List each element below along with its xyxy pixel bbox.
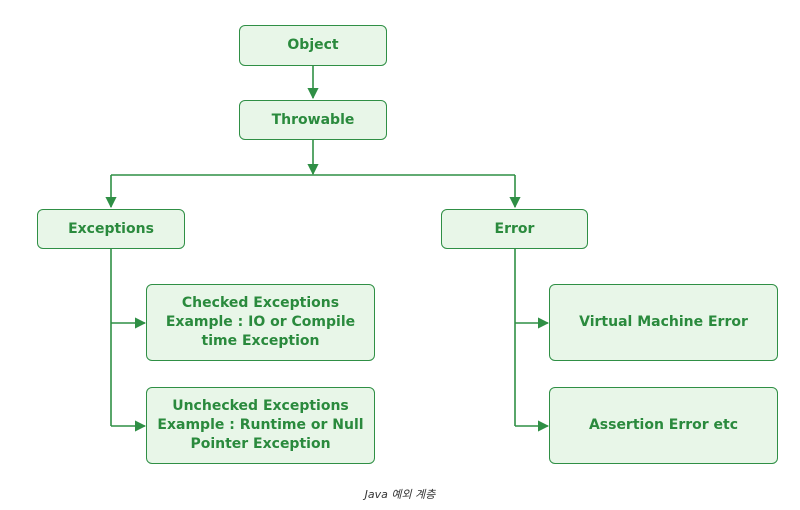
- virtual-machine-error-node: Virtual Machine Error: [549, 284, 778, 361]
- object-label: Object: [287, 37, 339, 53]
- throwable-label: Throwable: [271, 111, 355, 128]
- unchecked-line-2: Example : Runtime or Null: [157, 417, 364, 433]
- figure-caption: Java 예외 계층: [364, 488, 436, 501]
- unchecked-line-3: Pointer Exception: [190, 436, 331, 452]
- checked-line-1: Checked Exceptions: [181, 295, 340, 311]
- error-node: Error: [441, 209, 588, 249]
- checked-line-3: time Exception: [201, 333, 320, 349]
- assertion-error-label: Assertion Error etc: [588, 417, 739, 433]
- checked-line-2: Example : IO or Compile: [165, 314, 356, 330]
- checked-exceptions-node: Checked Exceptions Example : IO or Compi…: [146, 284, 375, 361]
- exceptions-node: Exceptions: [37, 209, 185, 249]
- unchecked-line-1: Unchecked Exceptions: [172, 398, 349, 414]
- throwable-node: Throwable: [239, 100, 387, 140]
- exceptions-label: Exceptions: [68, 220, 154, 237]
- object-node: Object: [239, 25, 387, 66]
- assertion-error-node: Assertion Error etc: [549, 387, 778, 464]
- vm-error-label: Virtual Machine Error: [579, 314, 748, 330]
- error-label: Error: [494, 220, 535, 237]
- unchecked-exceptions-node: Unchecked Exceptions Example : Runtime o…: [146, 387, 375, 464]
